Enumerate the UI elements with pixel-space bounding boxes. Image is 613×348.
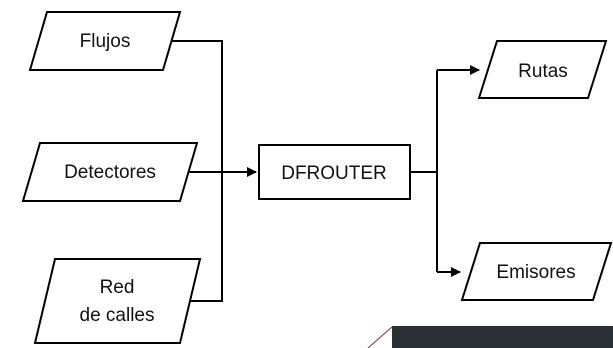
input-flujos: Flujos [30, 12, 180, 70]
detectores-label: Detectores [64, 162, 156, 183]
output-rutas: Rutas [479, 41, 606, 98]
input-red-de-calles: Red de calles [35, 259, 200, 343]
red-de-calles-parallelogram [35, 259, 200, 343]
red-de-calles-label-line2: de calles [80, 305, 155, 326]
input-detectores: Detectores [23, 143, 197, 201]
output-connectors [410, 70, 479, 272]
overlay-pointer-line [368, 327, 392, 348]
output-emisores: Emisores [462, 243, 611, 300]
dark-overlay-panel [392, 326, 613, 348]
process-dfrouter: DFROUTER [259, 145, 410, 199]
emisores-label: Emisores [496, 262, 575, 283]
flujos-label: Flujos [80, 31, 131, 52]
rutas-label: Rutas [518, 61, 568, 82]
red-de-calles-label-line1: Red [100, 277, 135, 298]
dfrouter-label: DFROUTER [281, 163, 387, 184]
